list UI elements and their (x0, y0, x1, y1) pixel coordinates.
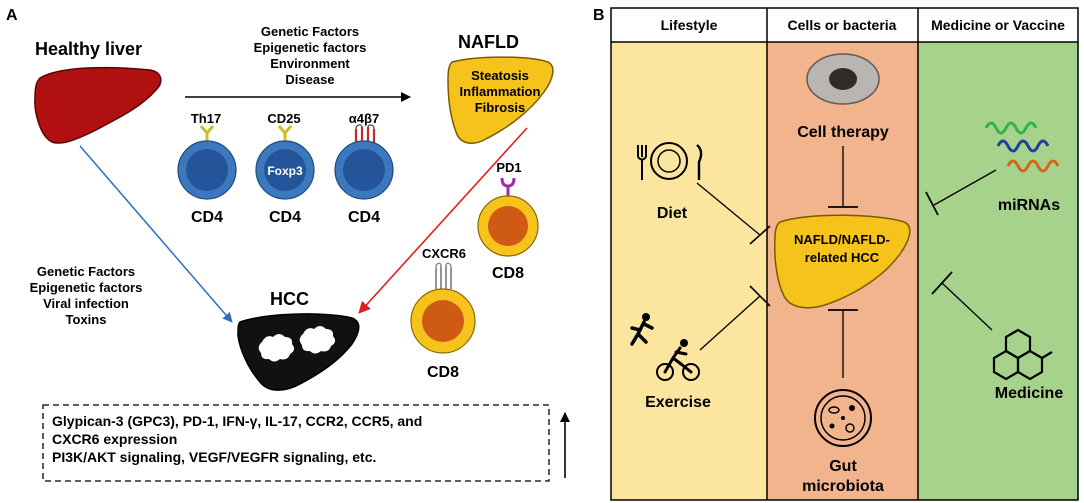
panel-b-label: B (593, 7, 605, 24)
foxp3-label: Foxp3 (267, 164, 303, 178)
gut-label-2: microbiota (802, 478, 884, 495)
exercise-inhibition-line (699, 295, 761, 351)
medicine-column (918, 42, 1078, 500)
medicine-label: Medicine (995, 385, 1064, 402)
healthy-liver-shape (34, 66, 162, 144)
cd4-label-1: CD4 (191, 209, 223, 226)
left-factor-4: Toxins (66, 312, 107, 327)
healthy-liver-label: Healthy liver (35, 39, 142, 59)
hcc-liver-shape (237, 313, 360, 391)
top-factor-1: Genetic Factors (261, 24, 359, 39)
liver-to-hcc-arrow (79, 145, 233, 323)
nafld-liver-shape (447, 56, 554, 145)
microbiota-dish-icon (814, 389, 872, 447)
tumor-nodule-2 (299, 326, 336, 354)
column-header-medicine: Medicine or Vaccine (931, 17, 1065, 33)
panel-a-label: A (6, 7, 18, 24)
cd8-pd1-cell: PD1 CD8 (477, 160, 539, 282)
tumor-nodule-1 (258, 334, 295, 362)
cd4-label-2: CD4 (269, 209, 301, 226)
a4b7-receptor-icon (354, 127, 376, 143)
box-line-1: Glypican-3 (GPC3), PD-1, IFN-γ, IL-17, C… (52, 413, 422, 429)
lifestyle-column (611, 42, 767, 500)
cell-therapy-label: Cell therapy (797, 124, 889, 141)
nafld-line-3: Fibrosis (475, 100, 526, 115)
panel-b-border (610, 7, 1079, 501)
cd4-th17-cell: Th17 CD4 (177, 111, 237, 226)
pd1-receptor-icon (500, 177, 516, 196)
biomarker-box (42, 404, 550, 482)
top-factor-3: Environment (270, 56, 350, 71)
mirna-strands-icon (984, 121, 1060, 173)
a4b7-marker-label: α4β7 (349, 111, 379, 126)
gut-label-1: Gut (829, 458, 857, 475)
medicine-inhibition-line (941, 282, 993, 331)
cd4-label-3: CD4 (348, 209, 380, 226)
mirnas-label: miRNAs (998, 197, 1060, 214)
th17-marker-label: Th17 (191, 111, 221, 126)
left-factor-2: Epigenetic factors (30, 280, 143, 295)
exercise-label: Exercise (645, 394, 711, 411)
cd25-receptor-icon (277, 125, 293, 142)
nafld-line-2: Inflammation (460, 84, 541, 99)
column-header-cells: Cells or bacteria (788, 17, 897, 33)
cd4-treg-cell: CD25 Foxp3 CD4 (255, 111, 315, 226)
cd25-marker-label: CD25 (267, 111, 300, 126)
cd4-integrin-cell: α4β7 CD4 (334, 111, 394, 226)
nafld-title: NAFLD (458, 32, 519, 52)
th17-receptor-icon (199, 125, 215, 142)
top-factor-2: Epigenetic factors (254, 40, 367, 55)
cd8-label-1: CD8 (492, 265, 524, 282)
nafld-to-hcc-arrow (358, 127, 528, 314)
cd8-label-2: CD8 (427, 364, 459, 381)
cxcr6-marker-label: CXCR6 (422, 246, 466, 261)
left-factor-3: Viral infection (43, 296, 129, 311)
center-liver-shape (774, 214, 911, 309)
pd1-marker-label: PD1 (496, 160, 521, 175)
diet-inhibition-line (696, 182, 761, 236)
left-factor-1: Genetic Factors (37, 264, 135, 279)
cxcr6-receptor-icon (435, 266, 452, 289)
box-line-3: PI3K/AKT signaling, VEGF/VEGFR signaling… (52, 449, 376, 465)
center-line-1: NAFLD/NAFLD- (794, 232, 890, 247)
box-line-2: CXCR6 expression (52, 431, 177, 447)
mirna-inhibition-line (933, 169, 997, 206)
diet-label: Diet (657, 205, 688, 222)
runner-cyclist-icon (630, 313, 700, 381)
top-factor-4: Disease (285, 72, 334, 87)
hcc-title: HCC (270, 289, 309, 309)
center-line-2: related HCC (805, 250, 880, 265)
cd8-cxcr6-cell: CXCR6 CD8 (410, 246, 476, 381)
nafld-line-1: Steatosis (471, 68, 529, 83)
cell-icon (806, 53, 880, 105)
column-header-lifestyle: Lifestyle (661, 17, 718, 33)
molecule-icon (992, 328, 1053, 381)
plate-fork-knife-icon (637, 142, 703, 180)
